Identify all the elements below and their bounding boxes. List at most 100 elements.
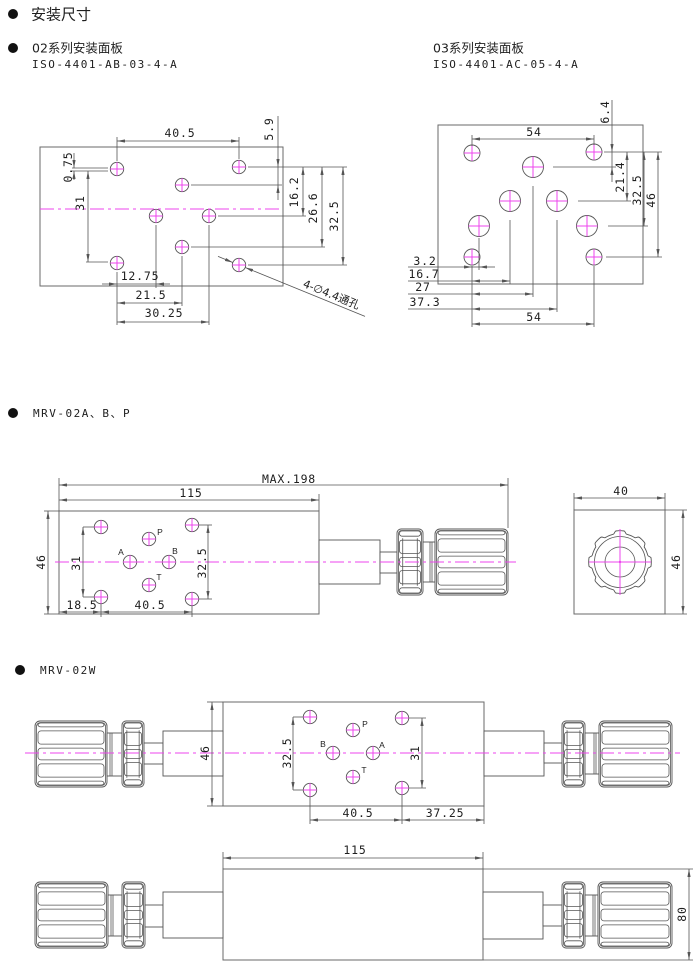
port-label-a: A xyxy=(379,740,385,750)
dim-label-end-view-width: 40 xyxy=(613,484,628,498)
subplate-03-drawing xyxy=(408,100,662,327)
hex-lock-nut xyxy=(561,720,586,788)
bullet-icon xyxy=(8,43,18,53)
dim-label-p-port-y: 6.4 xyxy=(598,100,612,123)
dim-label-edge-offset-x: 18.5 xyxy=(67,598,98,612)
hex-nut-face xyxy=(399,530,421,537)
knob-ridge xyxy=(437,538,506,553)
valve-body-top-view xyxy=(222,868,484,961)
port-hole-t xyxy=(174,239,190,255)
dim-label-edge-offset-x: 37.25 xyxy=(426,806,465,820)
bolt-hole xyxy=(93,519,109,535)
adjusting-knob xyxy=(434,528,509,596)
port-hole-t xyxy=(141,577,157,593)
knob-inner-outline xyxy=(36,722,106,786)
dim-label-t1-port-x: 3.2 xyxy=(413,254,436,268)
knob-ridge xyxy=(600,941,670,947)
port-hole-p xyxy=(345,722,361,738)
section-title: 03系列安装面板 xyxy=(433,41,524,56)
dim-label-bolt-span-right: 31 xyxy=(408,745,422,760)
knob-inner-outline xyxy=(599,883,671,947)
dim-label-body-height: 46 xyxy=(198,745,212,760)
dim-label-body-length: 115 xyxy=(179,486,202,500)
hex-nut-outline xyxy=(561,720,586,788)
dim-label-bolt-offset-y: 0.75 xyxy=(61,152,75,183)
dim-label-end-view-height: 46 xyxy=(669,554,683,569)
hex-nut-inner-outline xyxy=(563,883,584,947)
hex-nut-face xyxy=(124,749,142,760)
bullet-icon xyxy=(8,408,18,418)
hex-nut-face xyxy=(399,587,421,594)
knob-ridge xyxy=(437,530,506,536)
hex-lock-nut xyxy=(121,881,146,949)
hex-nut-face xyxy=(124,883,143,890)
adjusting-knob xyxy=(597,881,673,949)
end-view-body xyxy=(573,509,666,615)
dim-label-top-view-length: 115 xyxy=(343,843,366,857)
bonnet xyxy=(162,891,224,939)
port-hole-p xyxy=(141,531,157,547)
mrv-02abp-drawing xyxy=(44,478,687,617)
adjusting-knob xyxy=(34,881,109,949)
bolt-hole xyxy=(109,255,125,271)
port-label-p: P xyxy=(362,719,368,729)
collar-outline xyxy=(106,732,123,777)
dim-label-overall-length: MAX.198 xyxy=(262,472,316,486)
page-header: 安装尺寸 xyxy=(8,6,91,24)
valve-body xyxy=(222,701,485,807)
adjusting-knob xyxy=(34,720,108,788)
dim-label-body-height: 46 xyxy=(34,554,48,569)
hex-nut-face xyxy=(564,779,583,786)
hex-nut-face xyxy=(564,883,583,890)
mrv-02abp-section: MRV-02A、B、P MAX.198 115 46 31 32.5 18.5 … xyxy=(8,407,687,617)
dim-label-bolt-pitch-top: 54 xyxy=(526,125,541,139)
dimension-arrow xyxy=(217,256,233,263)
dim-label-top-view-width: 80 xyxy=(675,906,689,921)
knob-ridge xyxy=(601,747,670,761)
knob-outline xyxy=(598,720,673,788)
standard-code: ISO-4401-AC-05-4-A xyxy=(433,58,579,71)
section-title: MRV-02W xyxy=(40,664,97,677)
port-label-t: T xyxy=(156,572,161,582)
hex-nut-face xyxy=(399,570,421,585)
hex-nut-face xyxy=(124,940,143,947)
standard-code: ISO-4401-AB-03-4-A xyxy=(32,58,178,71)
hex-nut-face xyxy=(124,722,142,729)
hex-nut-outline xyxy=(561,881,586,949)
hex-nut-face xyxy=(564,762,583,777)
dim-label-bolt-span-left: 32.5 xyxy=(280,738,294,769)
knob-ridge xyxy=(601,780,670,786)
port-hole-a xyxy=(499,190,521,212)
knob-ridge xyxy=(37,722,105,728)
dim-label-t-port-y: 32.5 xyxy=(630,175,644,206)
knob-ridge xyxy=(37,730,105,745)
bolt-hole xyxy=(231,159,247,175)
bolt-hole xyxy=(93,589,109,605)
dim-label-ab-port-y: 16.2 xyxy=(287,177,301,208)
dim-label-bolt-span-y: 46 xyxy=(644,192,658,207)
port-label-a: A xyxy=(118,547,124,557)
bolt-hole xyxy=(394,710,410,726)
dim-label-t-port-y: 26.6 xyxy=(306,193,320,224)
dim-label-p-port-x: 27 xyxy=(415,280,430,294)
dim-label-bolt-span-y-left: 31 xyxy=(73,195,87,210)
bolt-hole xyxy=(302,782,318,798)
bolt-hole xyxy=(231,257,247,273)
bolt-hole xyxy=(184,591,200,607)
hex-nut-face xyxy=(564,940,583,947)
knob-ridge xyxy=(37,908,106,922)
dim-label-bolt-pitch-x: 40.5 xyxy=(135,598,166,612)
hex-nut-face xyxy=(564,910,583,921)
knob-ridge xyxy=(600,891,670,906)
port-hole-t2 xyxy=(576,215,598,237)
hex-nut-face xyxy=(564,749,583,760)
port-label-b: B xyxy=(172,546,178,556)
knob-inner-outline xyxy=(36,883,107,947)
knob-ridge xyxy=(37,883,106,889)
knob-ridge xyxy=(437,588,506,594)
port-hole-t1 xyxy=(468,215,490,237)
end-view-knob xyxy=(588,529,652,595)
hex-nut-face xyxy=(124,731,142,746)
port-hole-p xyxy=(522,156,544,178)
hex-lock-nut xyxy=(121,720,145,788)
